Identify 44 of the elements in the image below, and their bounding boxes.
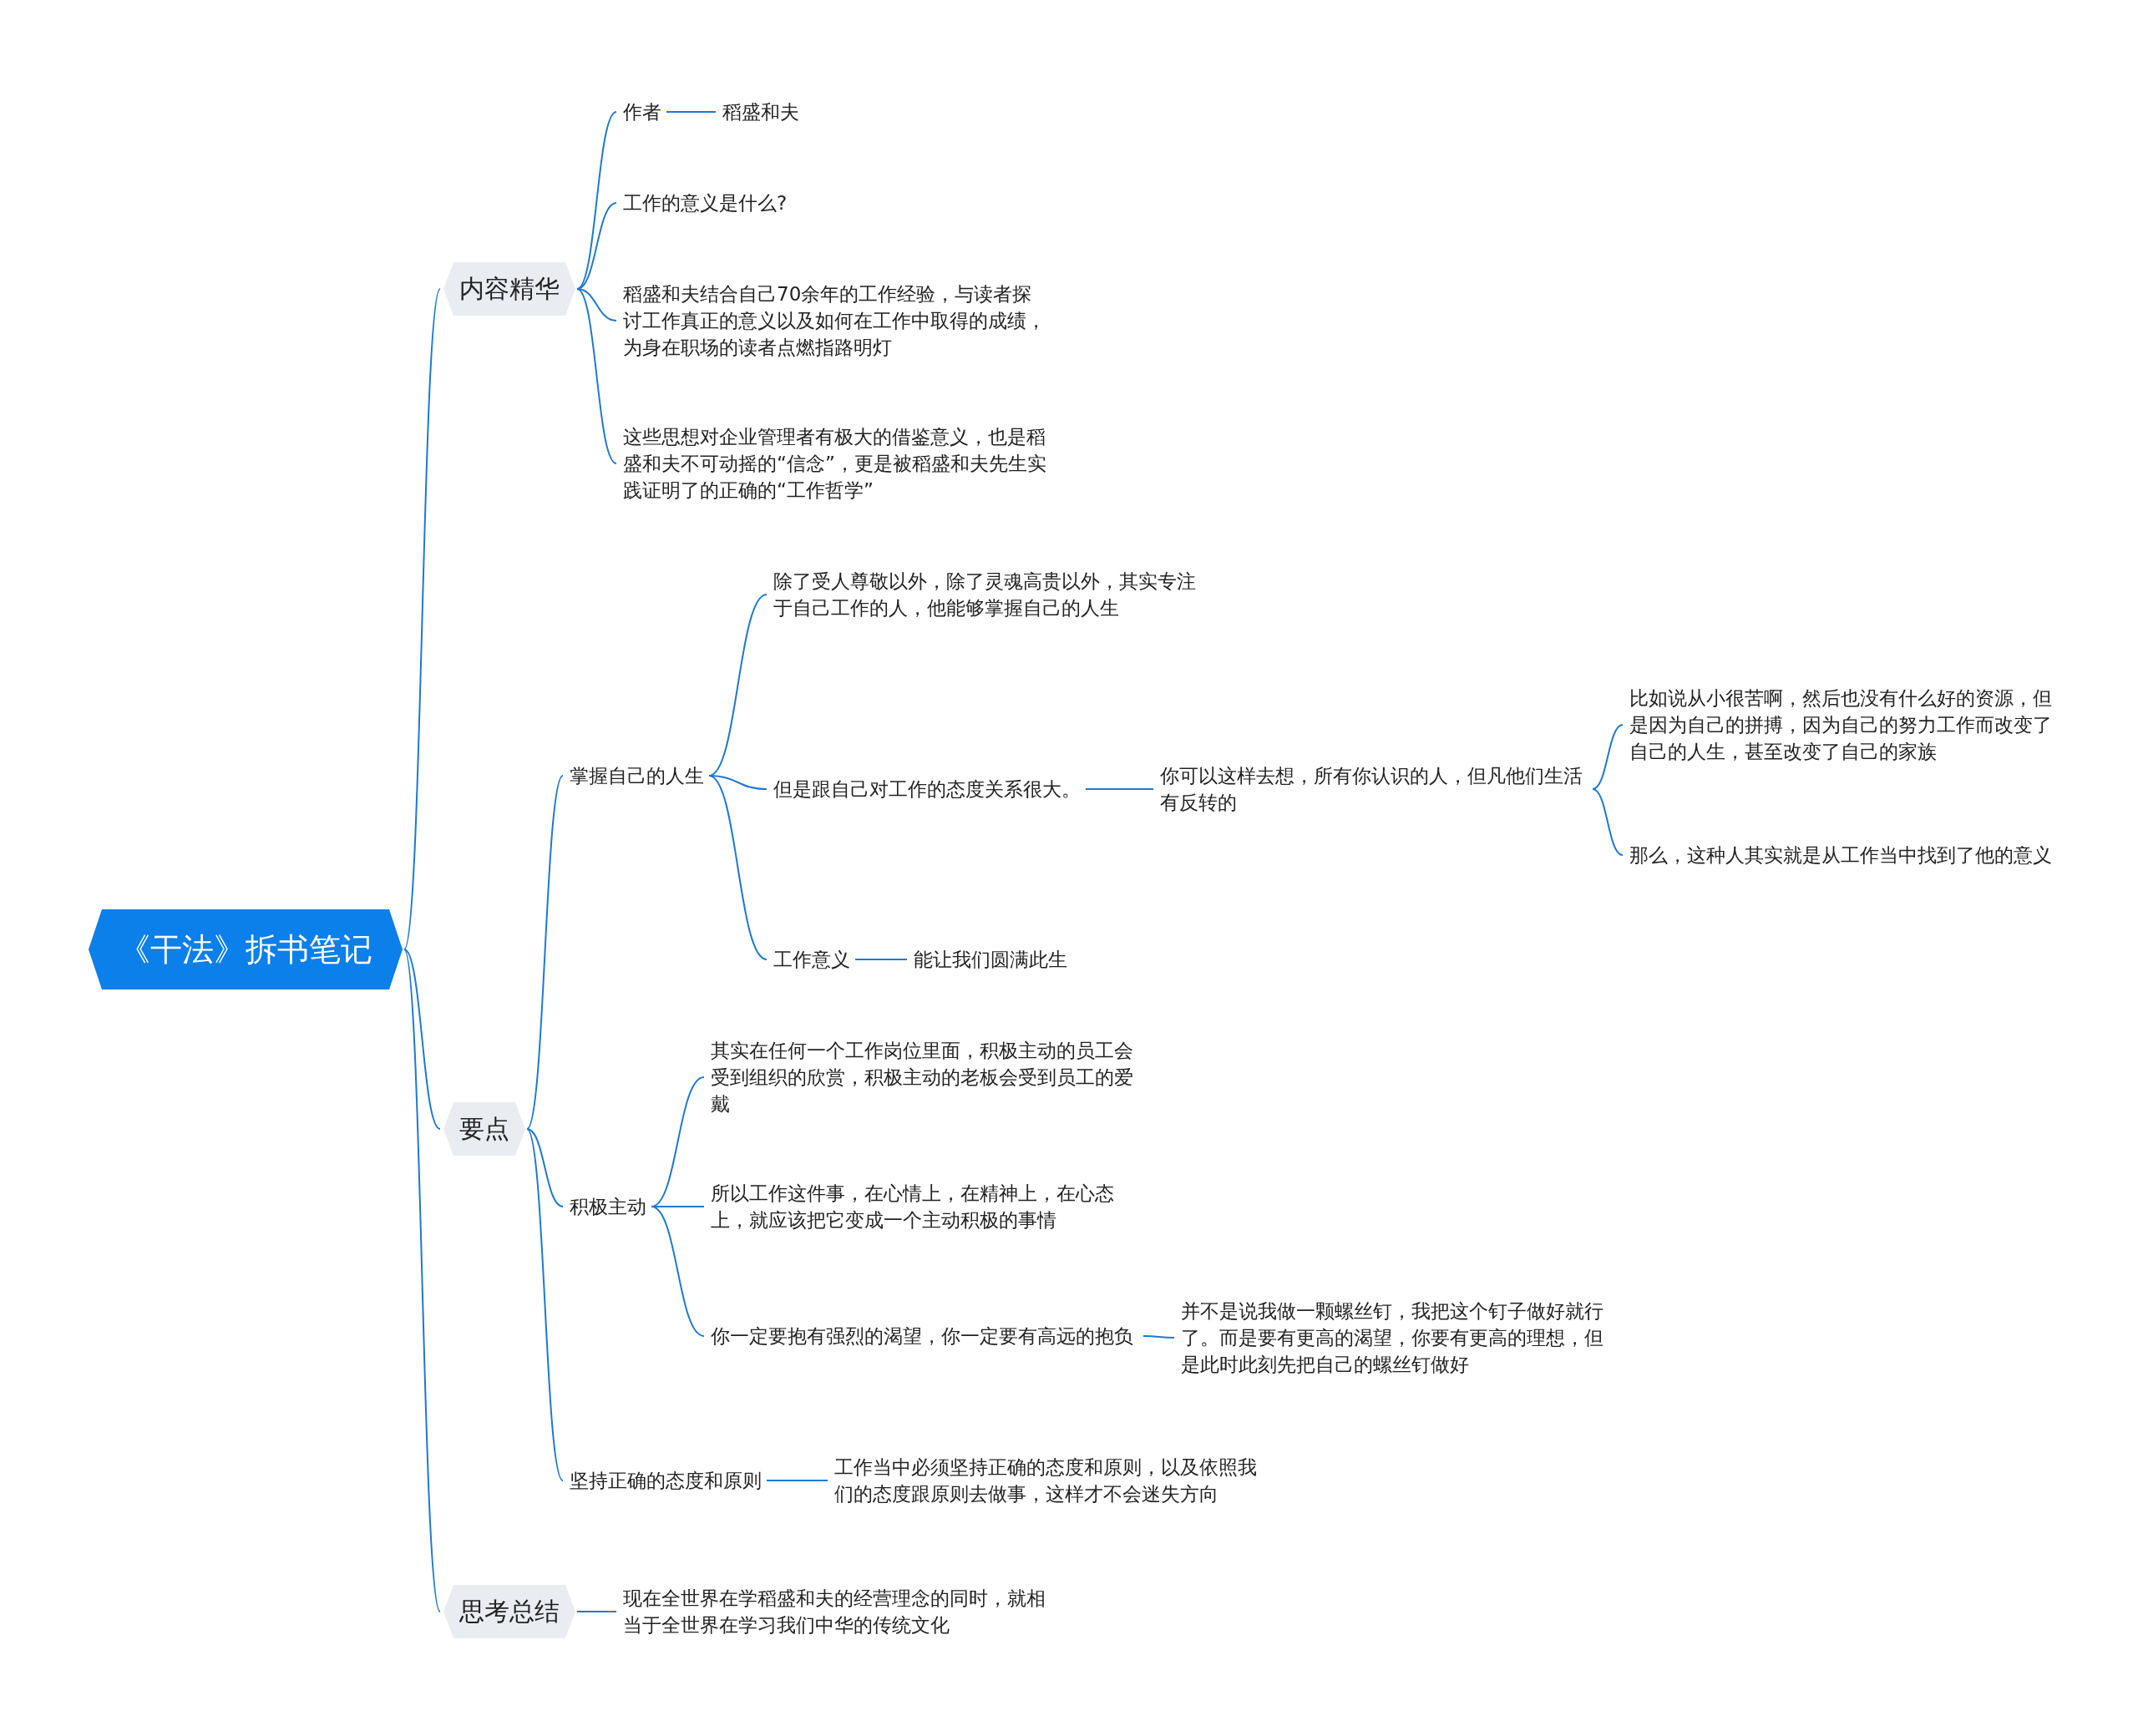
topic-text: 你一定要抱有强烈的渴望，你一定要有高远的抱负	[707, 1323, 1142, 1349]
connector-line	[1592, 788, 1624, 856]
topic-text: 工作意义	[770, 946, 854, 973]
topic-text: 积极主动	[566, 1193, 650, 1220]
connector-line	[576, 1611, 617, 1612]
topic-text: 工作当中必须坚持正确的态度和原则，以及依照我们的态度跟原则去做事，这样才不会迷失方向	[831, 1454, 1265, 1507]
connector-line	[1592, 724, 1624, 790]
topic-text: 这些思想对企业管理者有极大的借鉴意义，也是稻盛和夫不可动摇的“信念”，更是被稻盛和夫先生实践证明了的正确的“工作哲学”	[620, 423, 1054, 504]
connector-line	[1142, 1335, 1175, 1339]
connector-line	[576, 202, 617, 290]
connector-line	[651, 1206, 705, 1337]
topic-label: 思考总结	[459, 1598, 560, 1625]
topic-text: 稻盛和夫结合自己70余年的工作经验，与读者探讨工作真正的意义以及如何在工作中取得的成绩，为身在职场的读者点燃指路明灯	[620, 281, 1054, 361]
connector-line	[576, 288, 617, 464]
topic-text: 作者	[620, 99, 665, 125]
topic-text: 并不是说我做一颗螺丝钉，我把这个钉子做好就行了。而是要有更高的渴望，你要有更高的理想，但是此时此刻先把自己的螺丝钉做好	[1178, 1298, 1612, 1378]
connector-line	[708, 594, 768, 777]
topic-text: 你可以这样去想，所有你认识的人，但凡他们生活有反转的	[1157, 762, 1591, 816]
topic-text: 除了受人尊敬以外，除了灵魂高贵以外，其实专注于自己工作的人，他能够掌握自己的人生	[770, 568, 1204, 621]
connector-line	[526, 1128, 564, 1481]
topic-text: 比如说从小很苦啊，然后也没有什么好的资源，但是因为自己的拼搏，因为自己的努力工作而改变了自己的人生，甚至改变了自己的家族	[1626, 685, 2060, 765]
topic-text: 那么，这种人其实就是从工作当中找到了他的意义	[1626, 842, 2060, 868]
topic-text: 稻盛和夫	[719, 99, 803, 125]
connector-line	[854, 959, 908, 960]
connector-line	[576, 288, 617, 321]
connector-line	[526, 775, 564, 1130]
topic-text: 坚持正确的态度和原则	[566, 1467, 765, 1494]
topic-text: 掌握自己的人生	[566, 762, 707, 789]
connector-line	[403, 949, 441, 1130]
topic-text: 其实在任何一个工作岗位里面，积极主动的员工会受到组织的欣赏，积极主动的老板会受到员工的爱戴	[707, 1037, 1142, 1117]
connector-line	[766, 1480, 828, 1481]
connector-line	[708, 775, 768, 960]
topic-text: 现在全世界在学稻盛和夫的经营理念的同时，就相当于全世界在学习我们中华的传统文化	[620, 1585, 1054, 1638]
connector-line	[1085, 788, 1154, 790]
topic-label: 内容精华	[459, 276, 560, 302]
topic-text: 但是跟自己对工作的态度关系很大。	[770, 776, 1084, 802]
topic-text: 能让我们圆满此生	[910, 946, 1071, 973]
topic-text: 工作的意义是什么?	[620, 190, 791, 216]
topic-label: 要点	[459, 1116, 509, 1142]
connector-line	[526, 1128, 564, 1207]
connector-line	[403, 288, 441, 950]
connector-line	[403, 949, 441, 1612]
connector-line	[666, 111, 717, 113]
topic-text: 所以工作这件事，在心情上，在精神上，在心态上，就应该把它变成一个主动积极的事情	[707, 1180, 1142, 1233]
